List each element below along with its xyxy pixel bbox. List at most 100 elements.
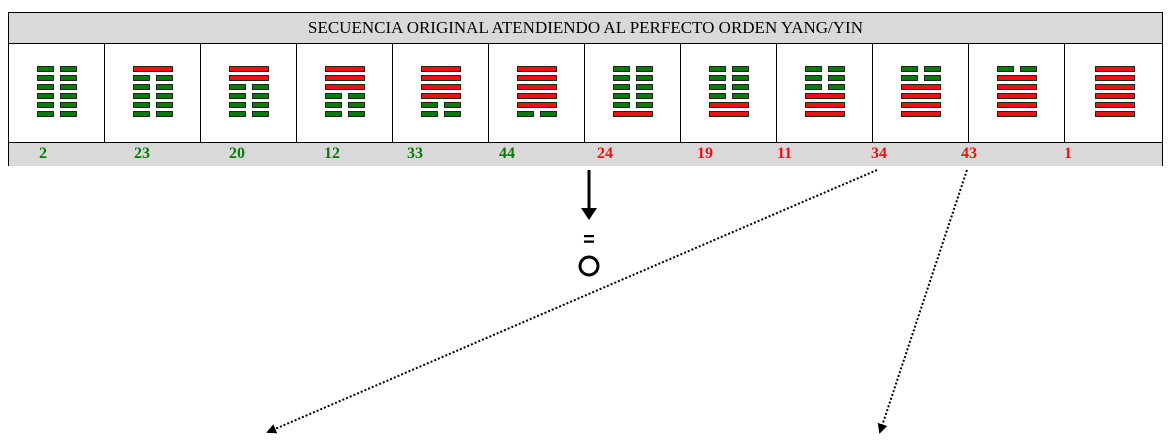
yang-line: [516, 66, 557, 72]
yin-line: [36, 93, 77, 99]
hexagram-20: [228, 66, 269, 120]
yang-line: [1094, 66, 1135, 72]
yin-line: [420, 111, 461, 117]
yin-line: [324, 102, 365, 108]
hexagram-24: [612, 66, 653, 120]
hexagram-19: [708, 66, 749, 120]
yin-line: [612, 75, 653, 81]
yang-line: [420, 75, 461, 81]
yin-line: [228, 111, 269, 117]
yin-line: [132, 75, 173, 81]
yin-line: [708, 66, 749, 72]
yin-line: [228, 93, 269, 99]
hexagram-number: 1: [1064, 145, 1072, 162]
yang-line: [996, 93, 1037, 99]
yin-line: [708, 93, 749, 99]
hexagram-cell: [105, 44, 201, 142]
equals-sign: =: [583, 229, 595, 251]
yin-line: [612, 66, 653, 72]
yang-line: [516, 93, 557, 99]
hexagram-cell: [585, 44, 681, 142]
yang-line: [900, 111, 941, 117]
hexagram-number: 2: [39, 145, 47, 162]
yin-line: [804, 84, 845, 90]
yin-line: [132, 102, 173, 108]
hexagram-12: [324, 66, 365, 120]
hexagram-cell: [681, 44, 777, 142]
hexagram-cell: [201, 44, 297, 142]
sequence-table: SECUENCIA ORIGINAL ATENDIENDO AL PERFECT…: [8, 12, 1163, 166]
hexagram-cell: [1065, 44, 1164, 142]
hexagram-cell: [393, 44, 489, 142]
yang-line: [420, 93, 461, 99]
yin-line: [612, 84, 653, 90]
yin-line: [36, 66, 77, 72]
yang-line: [708, 111, 749, 117]
hexagram-2: [36, 66, 77, 120]
dotted-arrow-right: [877, 169, 968, 434]
hexagram-number: 20: [229, 145, 245, 162]
hexagram-cell: [489, 44, 585, 142]
yang-line: [516, 75, 557, 81]
hexagram-number: 19: [697, 145, 713, 162]
hexagram-cell: [9, 44, 105, 142]
yin-line: [900, 75, 941, 81]
hexagram-number: 24: [597, 145, 613, 162]
yang-line: [996, 111, 1037, 117]
yang-line: [324, 75, 365, 81]
yin-line: [804, 66, 845, 72]
yin-line: [36, 84, 77, 90]
yang-line: [1094, 75, 1135, 81]
dotted-arrow-left: [266, 169, 878, 434]
yin-line: [708, 84, 749, 90]
yin-line: [900, 66, 941, 72]
yang-line: [996, 75, 1037, 81]
yang-line: [1094, 93, 1135, 99]
table-title: SECUENCIA ORIGINAL ATENDIENDO AL PERFECT…: [9, 13, 1162, 44]
yang-line: [516, 102, 557, 108]
hexagram-23: [132, 66, 173, 120]
yang-line: [1094, 84, 1135, 90]
yang-line: [996, 102, 1037, 108]
hexagram-number: 33: [407, 145, 423, 162]
hexagram-number: 12: [324, 145, 340, 162]
yin-line: [228, 102, 269, 108]
yang-line: [1094, 111, 1135, 117]
yin-line: [324, 93, 365, 99]
yang-line: [516, 84, 557, 90]
yang-line: [420, 66, 461, 72]
yang-line: [420, 84, 461, 90]
yang-line: [324, 66, 365, 72]
hexagram-11: [804, 66, 845, 120]
yin-line: [132, 84, 173, 90]
yin-line: [516, 111, 557, 117]
yin-line: [36, 111, 77, 117]
yang-line: [612, 111, 653, 117]
hexagram-number: 43: [961, 145, 977, 162]
yin-line: [612, 102, 653, 108]
yin-line: [228, 84, 269, 90]
yang-line: [900, 84, 941, 90]
hexagram-cell: [777, 44, 873, 142]
yin-line: [132, 93, 173, 99]
hexagram-33: [420, 66, 461, 120]
hexagram-number: 34: [871, 145, 887, 162]
yin-line: [324, 111, 365, 117]
hexagram-cell: [873, 44, 969, 142]
yin-line: [996, 66, 1037, 72]
yin-line: [36, 75, 77, 81]
yang-line: [228, 75, 269, 81]
yang-line: [1094, 102, 1135, 108]
hexagram-number: 23: [134, 145, 150, 162]
circle-symbol: [578, 255, 600, 277]
hexagram-row: [9, 44, 1162, 142]
yang-line: [996, 84, 1037, 90]
yin-line: [420, 102, 461, 108]
hexagram-43: [996, 66, 1037, 120]
hexagram-44: [516, 66, 557, 120]
yang-line: [900, 102, 941, 108]
hexagram-1: [1094, 66, 1135, 120]
hexagram-cell: [969, 44, 1065, 142]
